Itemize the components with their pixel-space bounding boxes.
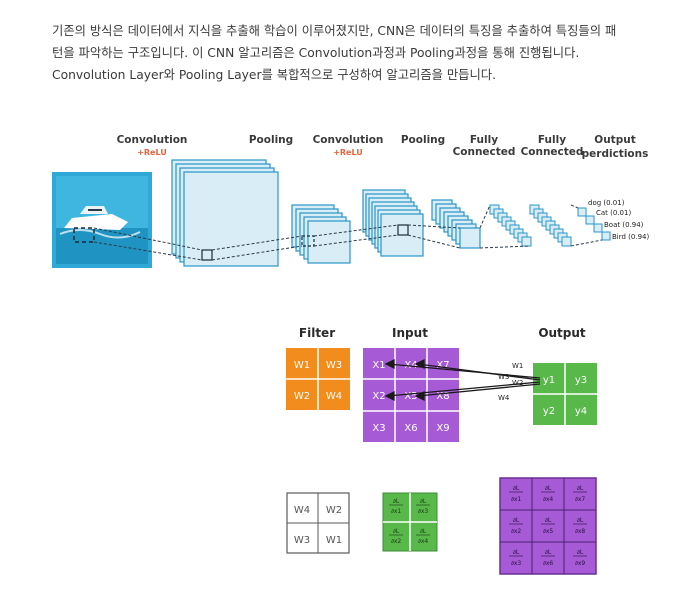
filter-grid: W1 W3 W2 W4: [286, 348, 350, 410]
grad-purple-den-4: ∂x2: [511, 528, 522, 535]
flipped-filter-grid: W4 W2 W3 W1: [286, 492, 350, 554]
prediction-cat: Cat (0.01): [596, 209, 631, 217]
label-fully-2a: Fully: [538, 134, 566, 146]
output-gradient-grid: ∂L ∂x1 ∂L ∂x3 ∂L ∂x2 ∂L ∂x4: [382, 492, 438, 552]
grad-purple-den-2: ∂x4: [543, 496, 554, 503]
label-fully-1a: Fully: [470, 134, 498, 146]
grad-purple-num-3: ∂L: [577, 485, 584, 492]
grad-green-den-3: ∂x2: [391, 538, 402, 545]
flipped-cell-w4: W4: [294, 505, 310, 516]
pool2-feature-maps: [431, 199, 481, 249]
grad-green-den-2: ∂x3: [418, 508, 429, 515]
flipped-cell-w3: W3: [294, 535, 310, 546]
grad-purple-num-1: ∂L: [513, 485, 520, 492]
label-relu-2: +ReLU: [333, 148, 363, 157]
grad-purple-den-6: ∂x8: [575, 528, 586, 535]
filter-cell-w1: W1: [294, 360, 310, 371]
grad-purple-den-1: ∂x1: [511, 496, 522, 503]
intro-line-1: 기존의 방식은 데이터에서 지식을 추출해 학습이 이루어졌지만, CNN은 데…: [52, 24, 617, 38]
grad-green-num-2: ∂L: [420, 498, 427, 505]
intro-line-3: Convolution Layer와 Pooling Layer를 복합적으로 …: [52, 68, 497, 82]
input-cell-x8: X8: [436, 391, 449, 402]
grad-purple-den-7: ∂x3: [511, 560, 522, 567]
weight-arrows: [384, 358, 541, 402]
flipped-cell-w2: W2: [326, 505, 342, 516]
input-cell-x7: X7: [436, 360, 449, 371]
filter-cell-w4: W4: [326, 391, 342, 402]
arrow-label-w4: W4: [498, 394, 510, 402]
label-connected-1b: Connected: [453, 146, 516, 158]
flipped-cell-w1: W1: [326, 535, 342, 546]
grad-purple-den-9: ∂x9: [575, 560, 586, 567]
grad-green-num-3: ∂L: [393, 528, 400, 535]
input-boat-image: [52, 172, 152, 268]
fc1-neurons: [489, 204, 532, 247]
arrow-label-w1: W1: [512, 362, 523, 370]
label-relu-1: +ReLU: [137, 148, 167, 157]
grad-purple-num-6: ∂L: [577, 517, 584, 524]
label-pooling-2: Pooling: [401, 134, 445, 146]
conv2-feature-maps: [362, 189, 424, 257]
prediction-bird: Bird (0.94): [612, 233, 649, 241]
grad-green-num-4: ∂L: [420, 528, 427, 535]
output-cell-y3: y3: [575, 375, 587, 386]
label-pooling-1: Pooling: [249, 134, 293, 146]
grad-purple-den-5: ∂x5: [543, 528, 554, 535]
output-cell-y2: y2: [543, 406, 555, 417]
grad-green-den-4: ∂x4: [418, 538, 429, 545]
grad-purple-den-3: ∂x7: [575, 496, 586, 503]
input-title: Input: [392, 326, 428, 340]
fc2-neurons: [529, 204, 572, 247]
grad-purple-num-8: ∂L: [545, 549, 552, 556]
input-cell-x9: X9: [436, 423, 449, 434]
grad-purple-num-2: ∂L: [545, 485, 552, 492]
intro-text: 기존의 방식은 데이터에서 지식을 추출해 학습이 이루어졌지만, CNN은 데…: [52, 20, 662, 86]
label-connected-2b: Connected: [521, 146, 584, 158]
input-grid: X1 X2 X3 X4 X5 X6 X7 X8 X9: [363, 348, 459, 442]
arrow-label-w2: W2: [512, 379, 523, 387]
conv1-feature-maps: [171, 159, 279, 267]
label-output-a: Output: [594, 134, 635, 146]
filter-cell-w2: W2: [294, 391, 310, 402]
output-neurons: [577, 207, 611, 241]
output-cell-y4: y4: [575, 406, 587, 417]
label-convolution-2: Convolution: [313, 134, 384, 146]
grad-purple-num-7: ∂L: [513, 549, 520, 556]
output-grid: y1 y3 y2 y4: [533, 363, 597, 425]
output-title: Output: [538, 326, 586, 340]
output-cell-y1: y1: [543, 375, 555, 386]
input-cell-x2: X2: [372, 391, 385, 402]
input-cell-x3: X3: [372, 423, 385, 434]
label-convolution-1: Convolution: [117, 134, 188, 146]
grad-purple-num-5: ∂L: [545, 517, 552, 524]
grad-purple-num-4: ∂L: [513, 517, 520, 524]
filter-title: Filter: [299, 326, 335, 340]
connector-lines: [93, 204, 603, 261]
grad-green-num-1: ∂L: [393, 498, 400, 505]
input-cell-x5: X5: [404, 391, 417, 402]
prediction-dog: dog (0.01): [588, 199, 625, 207]
filter-cell-w3: W3: [326, 360, 342, 371]
prediction-boat: Boat (0.94): [604, 221, 644, 229]
label-output-b: perdictions: [582, 148, 649, 160]
grad-purple-den-8: ∂x6: [543, 560, 554, 567]
input-cell-x6: X6: [404, 423, 417, 434]
intro-line-2: 턴을 파악하는 구조입니다. 이 CNN 알고리즘은 Convolution과정…: [52, 46, 580, 60]
pool1-feature-maps: [291, 204, 351, 264]
input-gradient-grid: ∂L ∂x1 ∂L ∂x4 ∂L ∂x7 ∂L ∂x2 ∂L ∂x5 ∂L ∂x…: [499, 477, 597, 575]
grad-purple-num-9: ∂L: [577, 549, 584, 556]
conv-example-diagram: Filter Input Output W1 W3 W2 W4 X1 X2 X3…: [286, 326, 597, 575]
grad-green-den-1: ∂x1: [391, 508, 402, 515]
cnn-architecture-diagram: Convolution +ReLU Pooling Convolution +R…: [52, 134, 649, 268]
input-cell-x1: X1: [372, 360, 385, 371]
arrow-label-w3: W3: [498, 373, 509, 381]
